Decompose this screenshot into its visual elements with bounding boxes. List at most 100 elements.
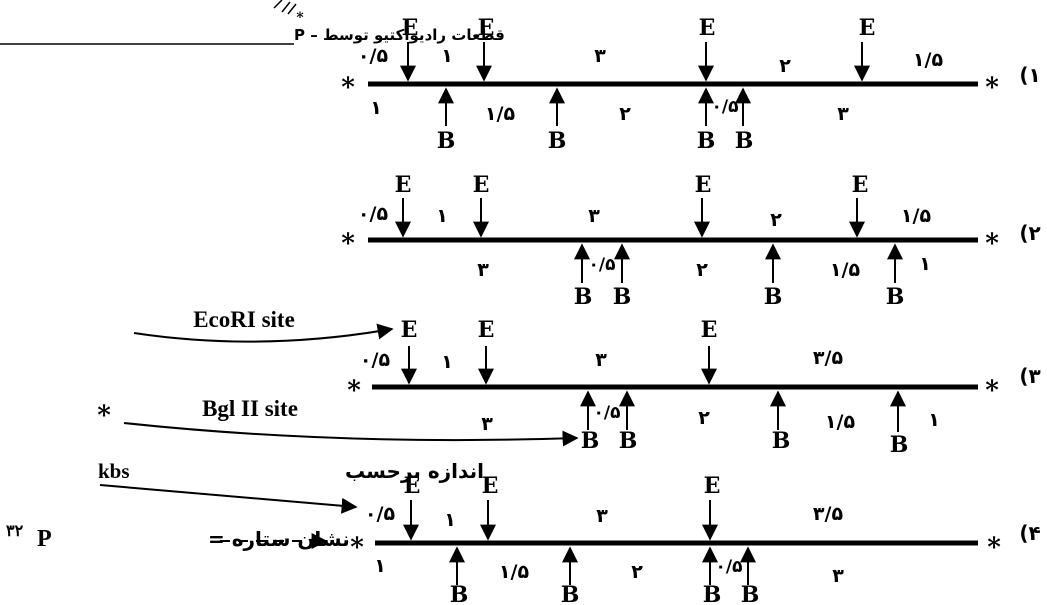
ecori-fragment-size: ۳ bbox=[596, 505, 608, 527]
bglii-fragment-size: ۳ bbox=[832, 565, 844, 587]
ecori-label: E bbox=[859, 15, 876, 41]
bglii-site-label: Bgl II site bbox=[202, 396, 298, 421]
ecori-fragment-size: ۳/۵ bbox=[813, 503, 844, 525]
bglii-fragment-size: ۳ bbox=[477, 259, 489, 281]
ecori-fragment-size: ۳ bbox=[588, 205, 600, 227]
bglii-label: B bbox=[890, 432, 909, 458]
ecori-site: E bbox=[401, 317, 418, 385]
bglii-fragment-size: ۲ bbox=[696, 259, 708, 281]
ecori-fragment-size: ۱/۵ bbox=[913, 49, 944, 71]
bglii-label: B bbox=[581, 428, 600, 454]
bglii-site: B bbox=[449, 546, 469, 605]
bglii-label: B bbox=[886, 284, 905, 310]
size-pointer-arrow bbox=[99, 484, 358, 514]
bglii-site: B bbox=[613, 243, 632, 310]
ecori-pointer-arrow bbox=[133, 323, 394, 343]
ecori-fragment-size: ۲ bbox=[779, 55, 791, 77]
bglii-site: B bbox=[619, 390, 638, 454]
bglii-label: B bbox=[574, 284, 593, 310]
bglii-fragment-size: ۱/۵ bbox=[830, 259, 861, 281]
bglii-site: B bbox=[770, 390, 790, 454]
size-annotation: kbs اندازه برحسب bbox=[98, 459, 484, 514]
bglii-label: B bbox=[450, 582, 469, 605]
ecori-label: E bbox=[478, 15, 495, 41]
ecori-fragment-size: ۰/۵ bbox=[365, 503, 396, 525]
map-3: * * (۳ E E E ۰/۵ ۱ ۳ ۳/۵ B B B bbox=[347, 317, 1040, 458]
kbs-label: kbs bbox=[98, 459, 130, 483]
ecori-label: E bbox=[699, 15, 716, 41]
ecori-fragment-size: ۱ bbox=[436, 205, 448, 227]
bglii-site-annotation: Bgl II site * bbox=[97, 396, 579, 447]
ecori-label: E bbox=[401, 317, 418, 343]
ecori-site-label: EcoRI site bbox=[193, 307, 295, 332]
ecori-site: E bbox=[480, 473, 499, 541]
bglii-pointer-arrow bbox=[123, 422, 579, 447]
map-number: (۴ bbox=[1019, 521, 1040, 545]
end-star-left: * bbox=[341, 73, 355, 103]
bglii-label: B bbox=[764, 284, 783, 310]
bglii-fragment-size: ۰/۵ bbox=[712, 97, 739, 117]
bglii-fragment-size: ۱ bbox=[928, 409, 940, 431]
bglii-label: B bbox=[741, 582, 760, 605]
bglii-label: B bbox=[697, 128, 716, 154]
legend-star: * bbox=[97, 401, 111, 431]
bglii-fragment-size: ۱/۵ bbox=[499, 561, 530, 583]
legend-title: قطعات رادیواکتیو توسط – P bbox=[294, 26, 505, 44]
ecori-site: E bbox=[473, 172, 490, 238]
ecori-label: E bbox=[404, 473, 421, 499]
end-star-left: * bbox=[341, 229, 355, 259]
ecori-site: E bbox=[395, 172, 411, 238]
bglii-label: B bbox=[548, 128, 567, 154]
bglii-label: B bbox=[703, 582, 722, 605]
bglii-label: B bbox=[735, 128, 754, 154]
ecori-fragment-size: ۰/۵ bbox=[358, 45, 389, 67]
ecori-site: E bbox=[854, 15, 876, 82]
bglii-site: B bbox=[548, 87, 567, 154]
star-annotation: ۳۲ P نشان ستاره = bbox=[6, 521, 350, 552]
bglii-site: B bbox=[437, 87, 455, 154]
ecori-site: E bbox=[400, 15, 418, 82]
end-star-right: * bbox=[985, 73, 999, 103]
radiation-star: * bbox=[296, 10, 304, 26]
ecori-label: E bbox=[695, 172, 712, 198]
bglii-fragment-size: ۳ bbox=[837, 103, 849, 125]
bglii-fragment-size: ۰/۵ bbox=[716, 557, 743, 577]
ecori-fragment-size: ۳ bbox=[595, 349, 607, 371]
map-2: * * (۲ E E E E ۰/۵ ۱ ۳ ۲ ۱/۵ B B bbox=[341, 172, 1040, 310]
ecori-fragment-size: ۰/۵ bbox=[360, 349, 391, 371]
end-star-right: * bbox=[987, 533, 1001, 563]
ecori-fragment-size: ۳ bbox=[594, 45, 606, 67]
ecori-fragment-size: ۱ bbox=[441, 351, 453, 373]
end-star-left: * bbox=[350, 533, 364, 563]
bglii-fragment-size: ۱/۵ bbox=[485, 103, 516, 125]
bglii-fragment-size: ۰/۵ bbox=[589, 255, 616, 275]
bglii-site: B bbox=[735, 87, 754, 154]
map-number: (۲ bbox=[1019, 221, 1040, 245]
map-number: (۱ bbox=[1019, 63, 1040, 87]
end-star-right: * bbox=[985, 376, 999, 406]
ecori-fragment-size: ۳/۵ bbox=[813, 347, 844, 369]
ecori-site: E bbox=[694, 172, 712, 238]
ecori-label: E bbox=[482, 473, 499, 499]
bglii-site: B bbox=[574, 243, 593, 310]
end-star-left: * bbox=[347, 376, 361, 406]
ecori-label: E bbox=[473, 172, 490, 198]
end-star-right: * bbox=[985, 229, 999, 259]
bglii-label: B bbox=[613, 284, 632, 310]
bglii-label: B bbox=[619, 428, 638, 454]
bglii-fragment-size: ۰/۵ bbox=[594, 403, 621, 423]
ecori-label: E bbox=[701, 317, 718, 343]
map-1: * * (۱ E E E E ۰/۵ ۱ ۳ ۲ ۱/۵ B bbox=[341, 15, 1040, 154]
bglii-site: B bbox=[697, 87, 716, 154]
ecori-site: E bbox=[476, 15, 495, 82]
bglii-fragment-size: ۲ bbox=[698, 407, 710, 429]
isotope-mass: ۳۲ bbox=[6, 521, 24, 540]
ecori-label: E bbox=[704, 473, 721, 499]
ecori-site: E bbox=[403, 473, 421, 541]
ecori-fragment-size: ۲ bbox=[770, 209, 782, 231]
ecori-fragment-size: ۱ bbox=[441, 45, 453, 67]
bglii-site: B bbox=[764, 243, 783, 310]
star-label: نشان ستاره = bbox=[208, 527, 350, 551]
bglii-fragment-size: ۳ bbox=[481, 413, 493, 435]
